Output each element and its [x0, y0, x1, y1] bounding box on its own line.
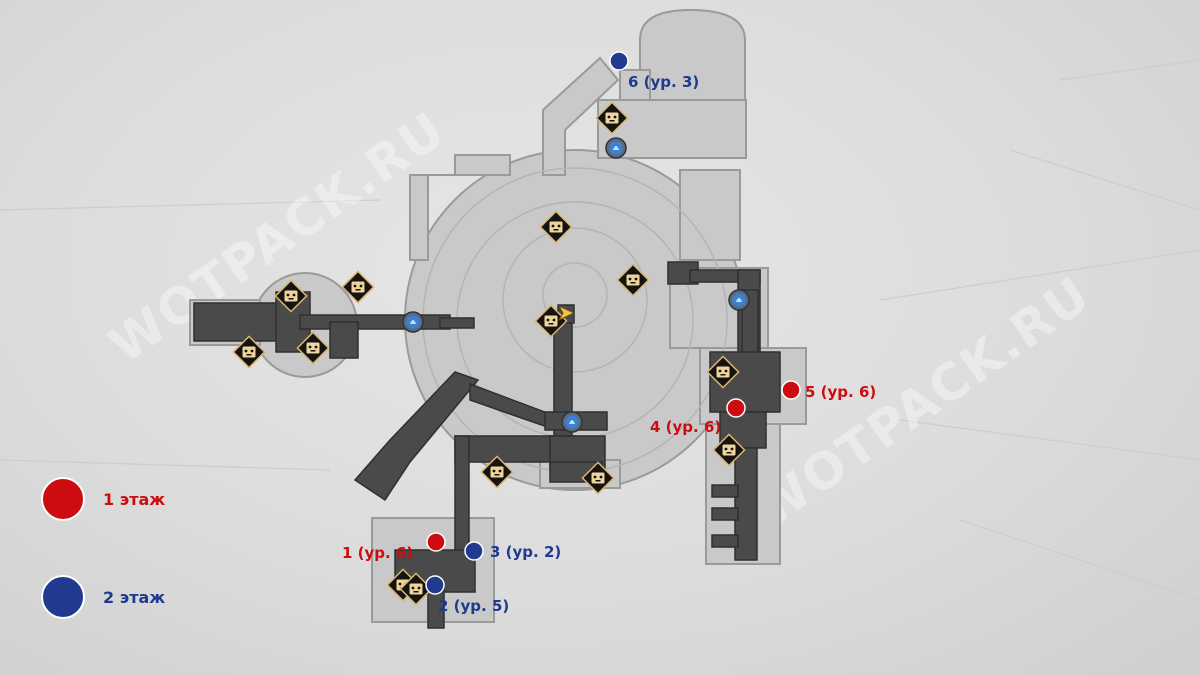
marker-dot-2 — [425, 575, 445, 595]
legend-swatch-floor-1 — [41, 477, 85, 521]
legend-label-floor-1: 1 этаж — [103, 490, 165, 509]
marker-label-4: 4 (ур. 6) — [650, 418, 721, 436]
marker-dot-5 — [781, 380, 801, 400]
marker-label-1: 1 (ур. 6) — [342, 544, 413, 562]
space-anchor-icon — [561, 411, 583, 433]
space-anchor-icon — [402, 311, 424, 333]
space-anchor-icon — [605, 137, 627, 159]
marker-dot-1 — [426, 532, 446, 552]
background-streets — [0, 59, 1200, 601]
space-anchor-icon — [728, 289, 750, 311]
legend-label-floor-2: 2 этаж — [103, 588, 165, 607]
marker-label-3: 3 (ур. 2) — [490, 543, 561, 561]
legend: 1 этаж 2 этаж — [41, 477, 165, 619]
legend-swatch-floor-2 — [41, 575, 85, 619]
player-position-icon — [557, 304, 576, 322]
marker-label-6: 6 (ур. 3) — [628, 73, 699, 91]
location-markers: 6 (ур. 3) 5 (ур. 6) 4 (ур. 6) 1 (ур. 6) … — [342, 51, 876, 615]
marker-dot-6 — [609, 51, 629, 71]
marker-dot-3 — [464, 541, 484, 561]
marker-label-2: 2 (ур. 5) — [438, 597, 509, 615]
marker-label-5: 5 (ур. 6) — [805, 383, 876, 401]
marker-dot-4 — [726, 398, 746, 418]
